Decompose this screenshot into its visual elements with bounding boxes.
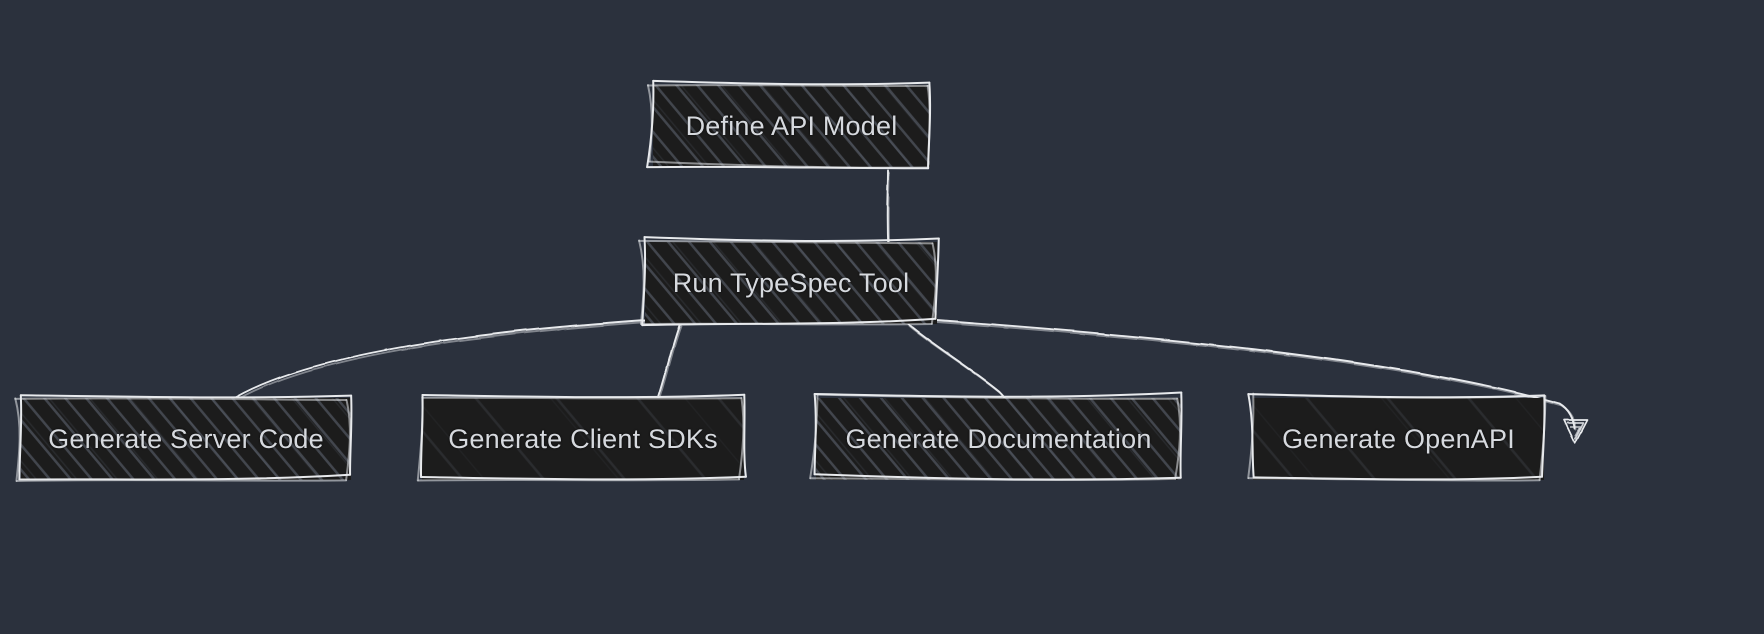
arrowhead-run-to-openapi xyxy=(1563,419,1588,444)
node-label: Generate Documentation xyxy=(845,423,1152,454)
node-label: Define API Model xyxy=(685,110,898,141)
node-n5[interactable]: Generate Documentation xyxy=(809,391,1183,482)
node-n1[interactable]: Define API Model xyxy=(646,79,932,170)
node-n2[interactable]: Run TypeSpec Tool xyxy=(638,236,940,327)
edge-define-to-run-2 xyxy=(887,171,890,253)
node-label: Generate Server Code xyxy=(48,423,324,454)
node-n4[interactable]: Generate Client SDKs xyxy=(416,393,747,482)
node-label: Generate Client SDKs xyxy=(448,423,718,454)
node-label: Run TypeSpec Tool xyxy=(672,267,910,298)
edge-define-to-run xyxy=(886,169,889,253)
node-n6[interactable]: Generate OpenAPI xyxy=(1247,392,1547,482)
node-n3[interactable]: Generate Server Code xyxy=(14,394,353,483)
node-label: Generate OpenAPI xyxy=(1282,423,1515,454)
